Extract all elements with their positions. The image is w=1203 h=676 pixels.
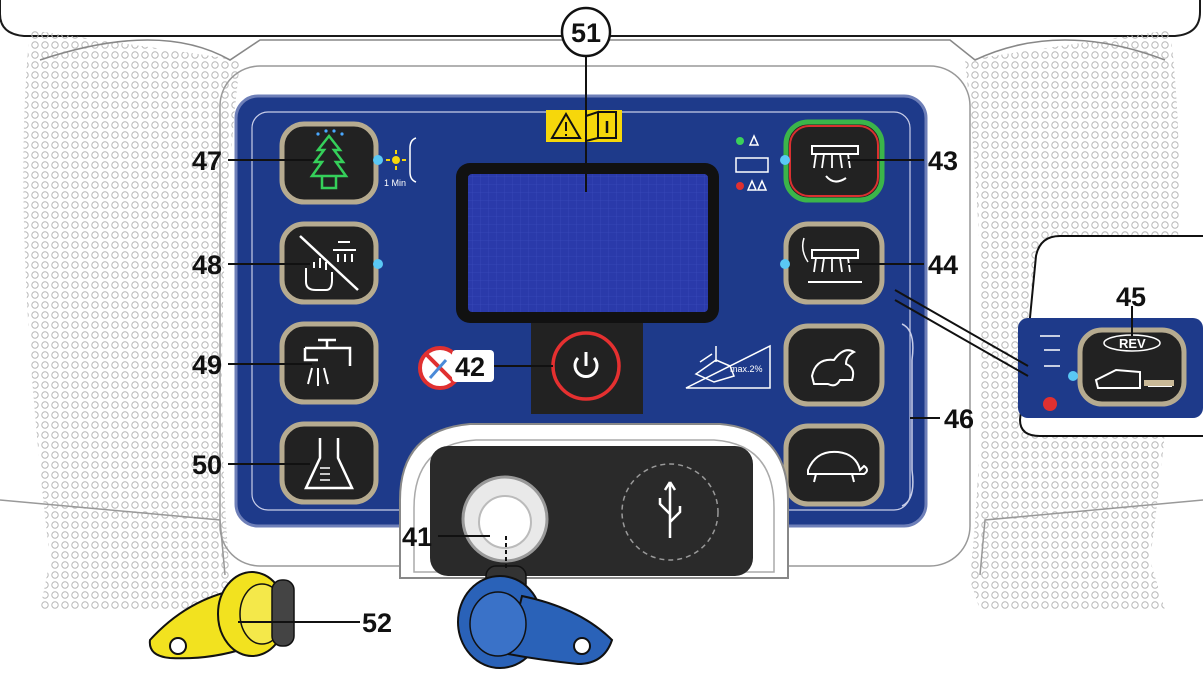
one-minute-label: 1 Min bbox=[384, 178, 406, 188]
leader-lines bbox=[228, 52, 1133, 623]
brush-pressure-indicator bbox=[735, 134, 769, 191]
led-45 bbox=[1068, 371, 1078, 381]
callout-47: 47 bbox=[192, 146, 222, 176]
yellow-key-52[interactable] bbox=[148, 571, 295, 660]
callout-43: 43 bbox=[928, 146, 958, 176]
display-screen bbox=[456, 163, 719, 323]
led-43 bbox=[780, 155, 790, 165]
callout-labels: 51 47 48 49 50 43 44 45 46 42 41 52 bbox=[192, 6, 1146, 638]
led-44 bbox=[780, 259, 790, 269]
left-speaker-grille bbox=[23, 30, 241, 610]
callout-45: 45 bbox=[1116, 282, 1146, 312]
button-47-eco[interactable] bbox=[279, 121, 379, 205]
speed-bracket bbox=[901, 323, 914, 507]
rev-label: REV bbox=[1119, 336, 1146, 351]
key-reader-unit bbox=[399, 423, 789, 579]
usb-icon bbox=[658, 481, 682, 538]
inset-detail-45: REV bbox=[1018, 235, 1203, 437]
button-46-rabbit[interactable] bbox=[783, 323, 885, 407]
slope-max-label: max.2% bbox=[730, 364, 763, 374]
callout-48: 48 bbox=[192, 250, 222, 280]
blue-key[interactable] bbox=[457, 565, 614, 669]
callout-49: 49 bbox=[192, 350, 222, 380]
callout-51: 51 bbox=[571, 18, 601, 48]
callout-52: 52 bbox=[362, 608, 392, 638]
no-water-spray-icon bbox=[418, 346, 462, 390]
callout-51-circle bbox=[560, 6, 612, 58]
button-46-turtle[interactable] bbox=[783, 423, 885, 507]
button-49-water[interactable] bbox=[279, 321, 379, 405]
callout-41: 41 bbox=[402, 522, 432, 552]
callout-44: 44 bbox=[928, 250, 958, 280]
eco-info-icon: 1 Min bbox=[384, 137, 417, 188]
callout-42: 42 bbox=[455, 352, 485, 382]
warning-manual-icon bbox=[546, 110, 622, 143]
callout-46: 46 bbox=[944, 404, 974, 434]
callout-50: 50 bbox=[192, 450, 222, 480]
warning-red-icon bbox=[1043, 397, 1057, 411]
power-button-42[interactable] bbox=[531, 323, 643, 414]
led-47 bbox=[373, 155, 383, 165]
led-48 bbox=[373, 259, 383, 269]
usb-port[interactable] bbox=[621, 463, 719, 561]
slope-max-icon: max.2% bbox=[685, 344, 771, 389]
